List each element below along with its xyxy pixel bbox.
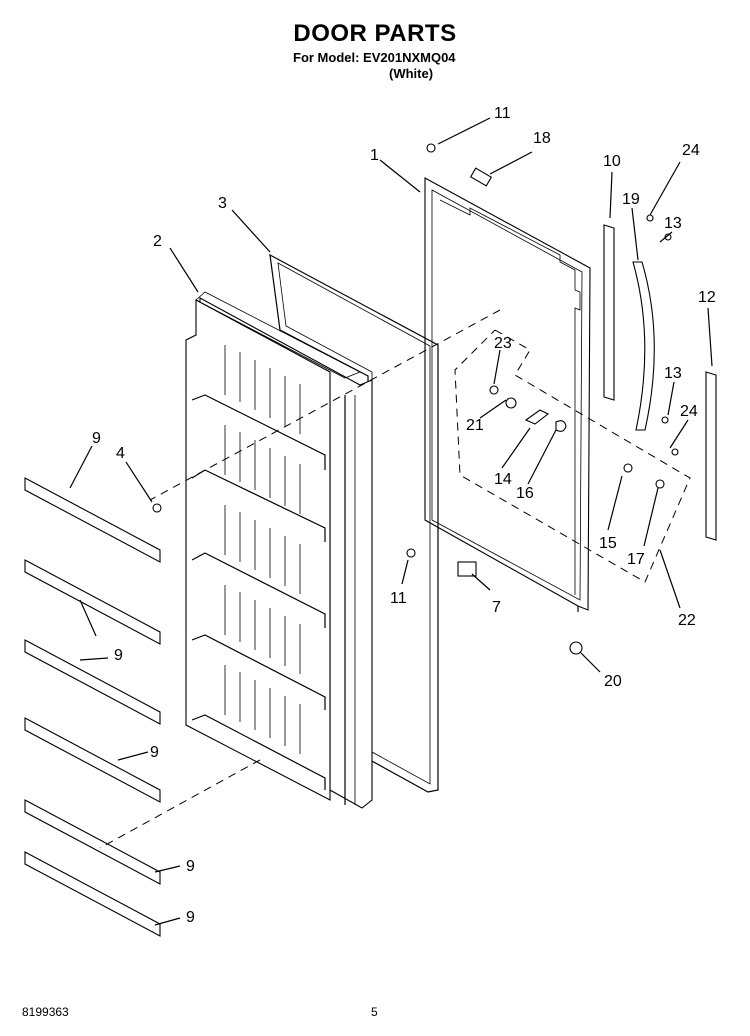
- callout-2: 2: [153, 233, 162, 250]
- part-1-outer-door: [424, 177, 591, 612]
- callout-9-d: 9: [186, 858, 195, 875]
- callout-10: 10: [603, 153, 621, 170]
- dashed-ref-line-2: [99, 759, 261, 849]
- callout-18: 18: [533, 130, 551, 147]
- callout-24-b: 24: [680, 403, 698, 420]
- callout-9-b: 9: [114, 647, 123, 664]
- callout-11-a: 11: [494, 105, 511, 122]
- part-2-inner-liner: [185, 291, 373, 809]
- callout-labels: 1 2 3 4 7 9 9 9 9 9 10 11 11 12 13 13 14…: [92, 105, 716, 926]
- callout-14: 14: [494, 471, 512, 488]
- callout-24-a: 24: [682, 142, 700, 159]
- callout-17: 17: [627, 551, 645, 568]
- callout-3: 3: [218, 195, 227, 212]
- part-19-handle: [632, 261, 655, 431]
- callout-4: 4: [116, 445, 125, 462]
- callout-9-c: 9: [150, 744, 159, 761]
- page-title: DOOR PARTS: [293, 20, 457, 47]
- callout-13-b: 13: [664, 365, 682, 382]
- part-12-strip: [705, 371, 717, 541]
- part-10-strip: [603, 224, 615, 401]
- callout-9-a: 9: [92, 430, 101, 447]
- part-9-shelf-bars: [24, 477, 161, 937]
- callout-23: 23: [494, 335, 512, 352]
- page-number: 5: [371, 1005, 378, 1019]
- color-line: (White): [389, 66, 434, 81]
- callout-1: 1: [370, 147, 379, 164]
- dashed-ref-line-1: [149, 309, 501, 501]
- callout-19: 19: [622, 191, 640, 208]
- leader-lines: [69, 117, 713, 926]
- callout-9-e: 9: [186, 909, 195, 926]
- callout-15: 15: [599, 535, 617, 552]
- callout-11-b: 11: [390, 590, 407, 607]
- callout-21: 21: [466, 417, 484, 434]
- small-hardware: [152, 143, 679, 655]
- model-line: For Model: EV201NXMQ04: [293, 50, 456, 65]
- callout-22: 22: [678, 612, 696, 629]
- callout-12: 12: [698, 289, 716, 306]
- doc-number: 8199363: [22, 1005, 69, 1019]
- callout-7: 7: [492, 599, 501, 616]
- callout-16: 16: [516, 485, 534, 502]
- callout-13-a: 13: [664, 215, 682, 232]
- callout-20: 20: [604, 673, 622, 690]
- part-22-assembly-outline: [454, 329, 691, 583]
- shelf-hatching: [224, 345, 301, 754]
